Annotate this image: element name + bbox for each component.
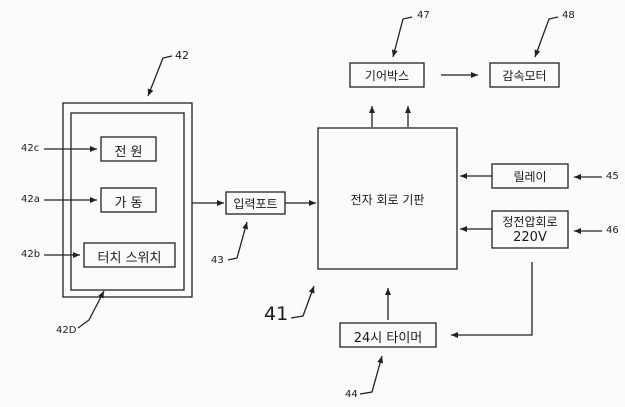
- operate-box: [100, 187, 157, 213]
- circuit-board-label: 전자 회로 기판: [350, 193, 425, 207]
- constant-voltage-label: 정전압회로: [502, 215, 558, 229]
- ref-43: 43: [211, 255, 224, 266]
- ref-42a: 42a: [21, 194, 40, 205]
- power-box: [100, 136, 157, 162]
- constant-voltage-value: 220V: [513, 230, 547, 245]
- ref-46: 46: [606, 225, 619, 236]
- leader-42: [147, 55, 173, 97]
- ref-44: 44: [345, 389, 358, 400]
- touch-switch-label: 터치 스위치: [97, 251, 162, 266]
- relay-label: 릴레이: [513, 170, 547, 184]
- ref-45: 45: [606, 171, 619, 182]
- power-label: 전 원: [114, 145, 143, 160]
- gearbox-label: 기어박스: [364, 69, 410, 83]
- gearbox-box: [349, 62, 425, 88]
- input-port-label: 입력포트: [233, 197, 278, 211]
- operate-label: 가 동: [114, 196, 143, 211]
- ref-42c: 42c: [21, 143, 40, 154]
- ref-41: 41: [264, 303, 289, 325]
- leader-43: [227, 221, 249, 261]
- leader-42D: [77, 290, 105, 329]
- ref-42b: 42b: [21, 249, 41, 260]
- leader-48: [534, 16, 559, 58]
- timer-label: 24시 타이머: [353, 331, 423, 346]
- timer-box: [339, 322, 437, 348]
- control-panel-inner-frame: [70, 112, 185, 291]
- ref-42: 42: [175, 49, 189, 62]
- leader-44: [359, 355, 384, 395]
- reduction-motor-box: [489, 62, 560, 88]
- ref-47: 47: [417, 10, 430, 21]
- reduction-motor-label: 감속모터: [502, 69, 547, 83]
- ref-48: 48: [562, 10, 575, 21]
- arrow-voltage-to-timer: [451, 262, 533, 338]
- circuit-board-box: [317, 127, 458, 270]
- leader-41: [290, 285, 315, 319]
- leader-47: [391, 16, 413, 58]
- ref-42D: 42D: [56, 325, 77, 336]
- touch-switch-box: [83, 242, 176, 268]
